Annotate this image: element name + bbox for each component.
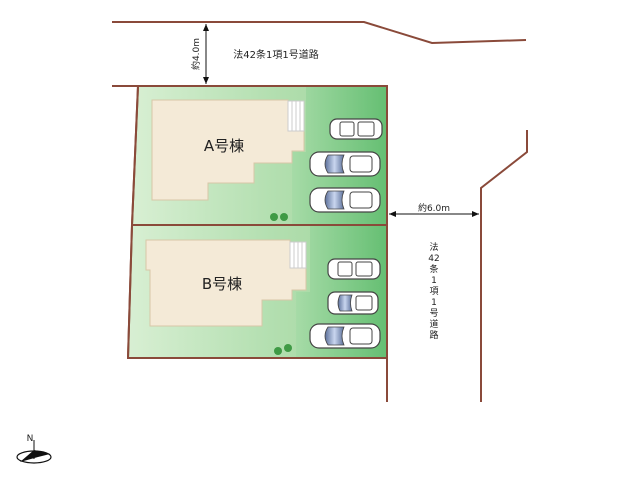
- building-b-shrubs: [274, 344, 292, 355]
- east-road-label-char: 条: [429, 263, 438, 275]
- car-a2: [309, 151, 381, 177]
- east-road-width-dimension: [389, 211, 479, 217]
- building-b-entry-steps: [293, 242, 303, 268]
- car-b1-compact: [327, 258, 381, 280]
- car-b3: [309, 323, 381, 349]
- car-a1-compact: [329, 118, 383, 140]
- building-b-label: B号棟: [202, 275, 242, 293]
- compass-icon: [16, 440, 52, 464]
- north-road-edge: [112, 21, 527, 45]
- east-road-label-char: 法: [429, 241, 438, 253]
- lot-west-edge-b: [127, 224, 133, 359]
- north-road-label: 法42条1項1号道路: [233, 48, 318, 61]
- building-a-label: A号棟: [204, 137, 244, 155]
- east-road-label-char: 項: [429, 286, 438, 297]
- car-a3: [309, 187, 381, 213]
- car-b2-compact: [327, 291, 379, 315]
- building-a-shrubs: [270, 213, 288, 221]
- east-road-label-char: 道: [429, 318, 438, 330]
- building-a-entry-steps: [291, 101, 301, 131]
- east-road-label: 法 42 条 1 項 1 号 道 路: [428, 241, 439, 341]
- north-road-width-dimension: [203, 24, 209, 84]
- east-road-label-char: 路: [429, 329, 438, 341]
- compass-north-letter: N: [27, 434, 34, 444]
- east-road-width-label: 約6.0m: [418, 202, 450, 214]
- lot-boundary: [112, 85, 388, 402]
- north-road-width-label: 約4.0m: [190, 38, 202, 70]
- lot-west-edge-a: [131, 85, 139, 226]
- east-road-label-char: 号: [429, 308, 438, 319]
- east-road-edge: [480, 130, 528, 402]
- east-road-label-char: 1: [431, 276, 437, 286]
- east-road-label-char: 1: [431, 298, 437, 308]
- east-road-label-char: 42: [428, 254, 439, 264]
